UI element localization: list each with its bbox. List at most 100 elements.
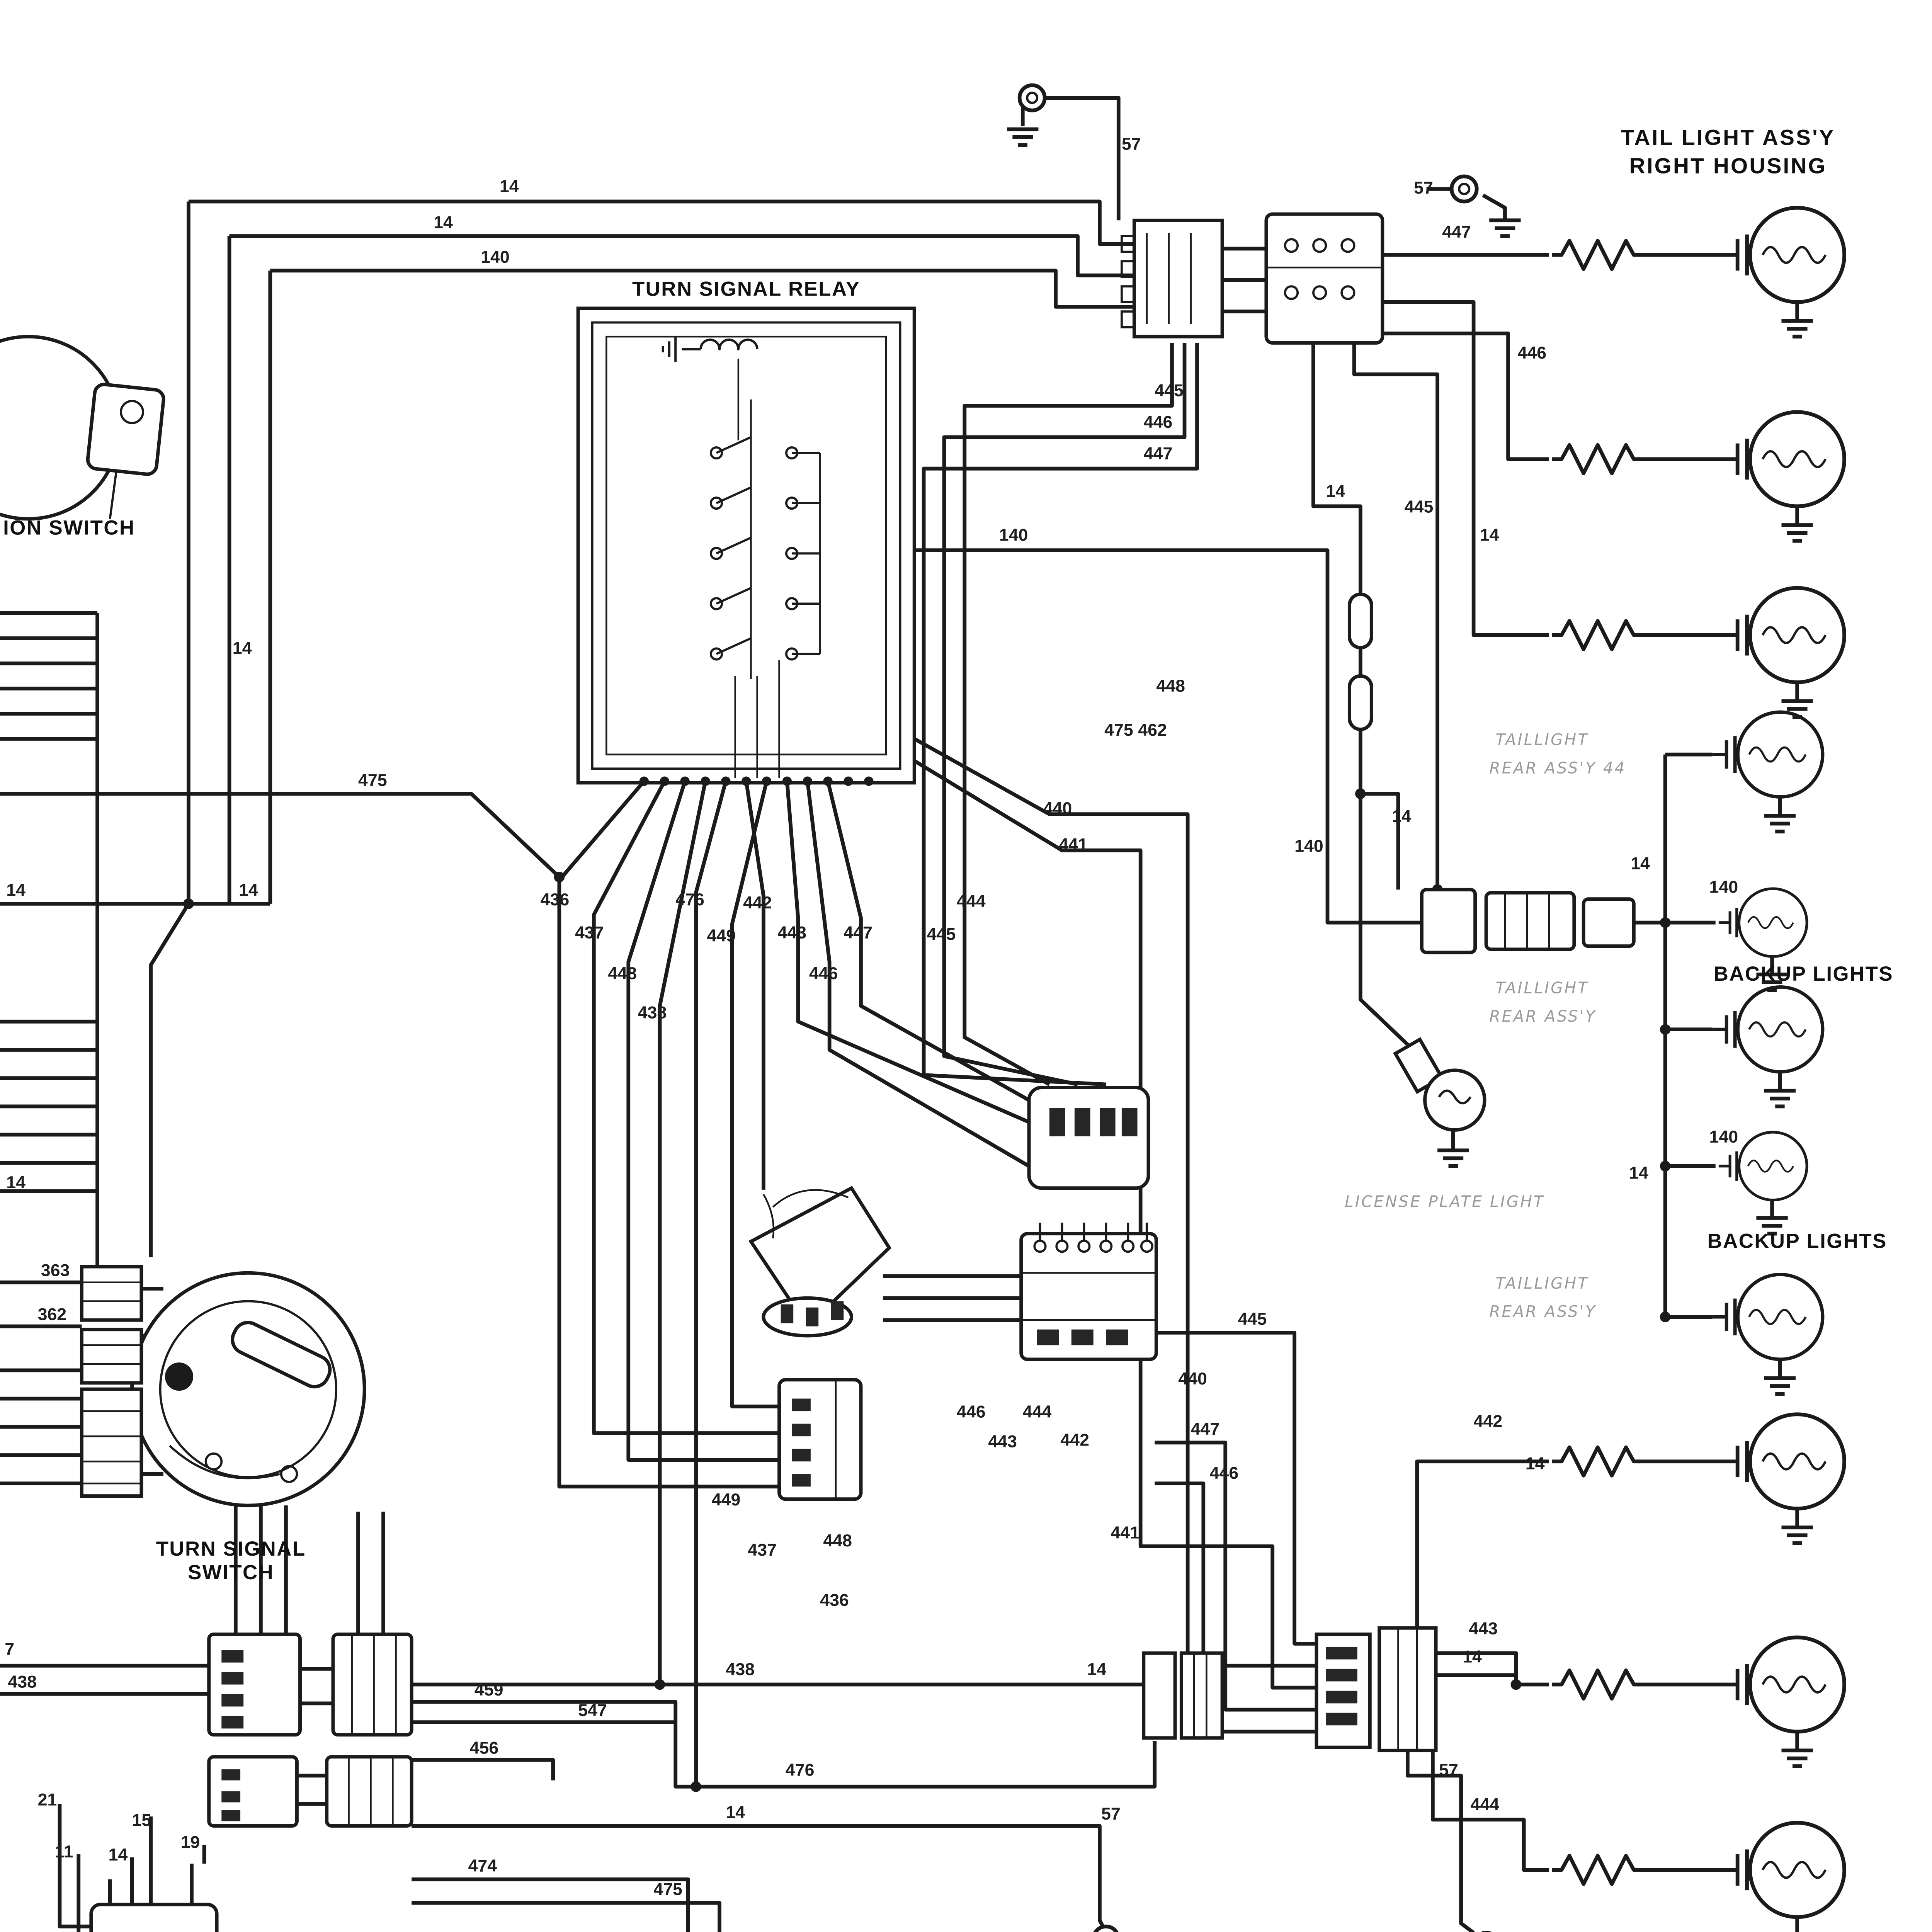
backup-lights-connector	[1420, 888, 1636, 954]
wire-label: 14	[434, 213, 453, 232]
ring-terminal-icon	[1094, 1927, 1119, 1932]
wire-label: 15	[132, 1811, 151, 1830]
wire-label: 14	[239, 881, 258, 900]
resistor-icon	[1552, 1447, 1640, 1476]
wire-label: 547	[578, 1701, 607, 1720]
ground-icon	[1781, 1527, 1813, 1543]
wire-label: 14	[1526, 1454, 1545, 1473]
ground-icon	[1781, 321, 1813, 337]
left-housing-connector	[1315, 1626, 1438, 1752]
inline-fuse-icon	[1347, 592, 1373, 731]
wire-label: 442	[1474, 1412, 1503, 1431]
wire-label: 7	[5, 1639, 14, 1658]
turn-signal-switch-label-2: SWITCH	[188, 1561, 274, 1584]
wire-label: 140	[481, 248, 510, 267]
wiring-paths	[0, 96, 1799, 1932]
wire-label: 442	[743, 893, 772, 912]
handwritten-annotation: REAR ASS'Y 44	[1489, 759, 1626, 777]
resistor-icon	[1552, 1670, 1640, 1699]
wire-label: 443	[778, 923, 807, 942]
handwritten-annotation: REAR ASS'Y	[1489, 1302, 1596, 1321]
resistor-icon	[1552, 445, 1640, 473]
backup-lights-upper-label: BACKUP LIGHTS	[1714, 963, 1893, 985]
wire-label: 443	[988, 1432, 1017, 1451]
wire-label: 140	[1709, 878, 1738, 896]
wire-label: 446	[957, 1402, 986, 1421]
tail-light-left-bulbs	[1722, 1414, 1844, 1917]
relay-contacts	[709, 359, 821, 778]
switch-connector-pair-2	[207, 1755, 413, 1828]
wire-label: 437	[575, 923, 604, 942]
wire-number-labels: 57 14 14 140 57 447 446 445 446 447 14 445 14 140 14 44…	[5, 134, 1738, 1899]
wire-label: 456	[470, 1738, 499, 1757]
wire-label: 19	[181, 1833, 200, 1852]
resistor-icon	[1552, 621, 1640, 649]
wire-label: 362	[38, 1305, 67, 1324]
tail-light-bulb-icon	[1722, 412, 1844, 506]
wire-label: 21	[38, 1791, 57, 1810]
wire-label: 57	[1439, 1760, 1458, 1779]
wire-label: 440	[1043, 799, 1072, 818]
handwritten-annotation: TAILLIGHT	[1496, 979, 1589, 997]
relay-coil-icon	[662, 337, 759, 362]
wire-label: 14	[109, 1845, 128, 1864]
wire-label: 14	[1480, 526, 1499, 545]
ground-icon	[1764, 1091, 1796, 1107]
harness-plug-connector	[748, 1185, 891, 1338]
wire-label: 11	[55, 1842, 73, 1861]
wire-label: 363	[41, 1261, 70, 1280]
wire-label: 14	[726, 1803, 745, 1822]
wire-label: 14	[1629, 1163, 1648, 1182]
resistor-icon	[1552, 241, 1640, 269]
tail-right-label-1: TAIL LIGHT ASS'Y	[1621, 125, 1835, 150]
wire-label: 476	[675, 890, 704, 909]
wire-label: 448	[1156, 677, 1185, 696]
mid-connector	[777, 1378, 863, 1501]
wire-label: 446	[1517, 344, 1546, 362]
wire-label: 445	[1238, 1310, 1267, 1328]
wire-label: 447	[1144, 444, 1173, 463]
wire-label: 14	[500, 177, 519, 196]
wire-label: 14	[6, 1173, 26, 1192]
wire-label: 446	[809, 964, 838, 983]
turn-signal-relay-box	[576, 306, 916, 786]
headlight-switch	[89, 1903, 219, 1932]
wire-label: 57	[1414, 179, 1433, 197]
wire-label: 446	[1144, 413, 1173, 432]
handwritten-annotation: TAILLIGHT	[1496, 1274, 1589, 1293]
wire-label: 437	[748, 1541, 777, 1560]
ground-icon	[1764, 816, 1796, 832]
wire-label: 459	[474, 1680, 503, 1699]
wire-label: 14	[1631, 854, 1650, 873]
wire-label: 443	[1469, 1619, 1498, 1638]
wire-label: 444	[1470, 1795, 1499, 1814]
wire-label: 449	[707, 926, 736, 945]
rear-harness-connector	[1027, 1086, 1150, 1190]
ring-terminal-icon	[1020, 85, 1045, 111]
handwritten-annotation: LICENSE PLATE LIGHT	[1345, 1192, 1545, 1211]
wire-label: 438	[726, 1660, 755, 1679]
taillight-rear-assy-bulb-icon	[1713, 1274, 1823, 1359]
relay-terminals	[639, 776, 874, 786]
turn-signal-switch-label-1: TURN SIGNAL	[156, 1537, 306, 1560]
ground-icon	[1764, 1378, 1796, 1394]
wire-label: 436	[541, 890, 570, 909]
wire-label: 447	[844, 923, 872, 942]
tail-light-right-bulbs	[1722, 208, 1844, 682]
wire-label: 140	[999, 526, 1028, 545]
wire-label: 448	[608, 964, 637, 983]
wire-label: 441	[1059, 835, 1088, 854]
wire-label: 476	[786, 1760, 815, 1779]
turn-signal-switch	[80, 1265, 366, 1507]
handwritten-annotation: REAR ASS'Y	[1489, 1007, 1596, 1026]
tail-right-label-2: RIGHT HOUSING	[1629, 153, 1827, 178]
taillight-rear-assy-bulb-icon	[1713, 987, 1823, 1072]
tail-light-bulb-icon	[1722, 208, 1844, 302]
wire-label: 445	[927, 925, 956, 944]
wire-label: 436	[820, 1591, 849, 1610]
switch-connector-pair-1	[207, 1632, 413, 1737]
wire-label: 448	[823, 1531, 852, 1550]
ground-icon	[1007, 129, 1038, 145]
wire-label: 475	[653, 1880, 682, 1899]
